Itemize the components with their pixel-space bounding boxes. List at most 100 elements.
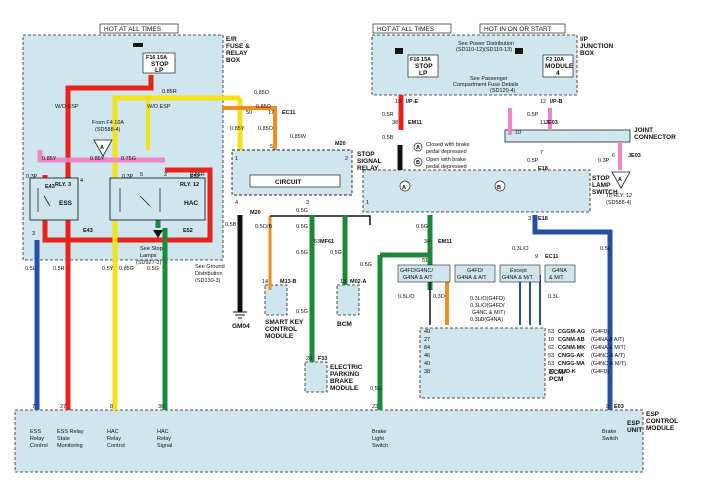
ecm-conn-name: CGNM-MK <box>558 345 585 351</box>
esp-terminal-line3: Control <box>30 443 48 449</box>
conn-e52-bottom: E52 <box>183 228 193 234</box>
esp-terminal-line2: Switch <box>602 436 618 442</box>
bcm-box <box>336 284 360 316</box>
joint-connector-box <box>504 129 631 143</box>
variant-1-line1: G4FD/G4NC/ <box>400 268 433 274</box>
ip-box-label-2: JUNCTION <box>580 43 614 50</box>
legend-a-2: pedal depressed <box>426 149 467 155</box>
relay-hac[interactable]: RLY. 12 HAC <box>109 177 206 221</box>
ground-symbol <box>233 311 247 319</box>
ip-box-label-3: BOX <box>580 50 595 57</box>
esp-pin: 9 <box>606 404 609 410</box>
conn-e43-top: E43 <box>45 184 55 190</box>
svg-text:A: A <box>100 145 104 151</box>
ecm-conn-note: (G4NC & A/T) <box>591 353 625 359</box>
conn-e18-bottom: E18 <box>538 216 548 222</box>
ecm-conn-pin: 10 <box>548 337 554 343</box>
ecm-conn-note: (G4NC & M/T) <box>591 361 626 367</box>
esp-unit-2: UNIT <box>627 427 642 434</box>
esp-terminal-line1: HAC <box>157 429 169 435</box>
stop-signal-relay-2: SIGNAL <box>357 158 382 165</box>
epb-2: PARKING <box>330 371 360 378</box>
pin-3-switch: 3 <box>528 216 531 222</box>
variant-2-line1: G4FD/ <box>467 268 484 274</box>
esp-terminal-line3: Signal <box>157 443 172 449</box>
stop-lamp-switch-box <box>362 169 591 213</box>
variant-2-line2: G4NA & A/T <box>457 275 487 281</box>
esp-terminal-line1: HAC <box>107 429 119 435</box>
esp-conn: E03 <box>614 404 624 410</box>
ecm-label-2: PCM <box>549 376 563 383</box>
esp-terminal-line2: Light <box>372 436 384 442</box>
ground-label: GM04 <box>232 323 250 330</box>
ecm-conn-pin: 53 <box>548 361 554 367</box>
esp-terminal-line1: ESS <box>30 429 41 435</box>
pin-3: 3 <box>306 200 309 206</box>
from-f4-1: From F4 10A <box>92 120 124 126</box>
smart-key-3: MODULE <box>265 333 294 340</box>
ws-085y-c: 0.85Y <box>42 156 57 162</box>
conn-ec11-right: EC11 <box>545 254 558 260</box>
ws-03p-b: 0.3P <box>122 174 134 180</box>
ecm-conn-name: CNGG-AK <box>558 353 584 359</box>
ecm-left-pin: 40 <box>424 361 430 367</box>
smart-key-1: SMART KEY <box>265 319 304 326</box>
fuse-f2-id: F2 10A <box>546 57 564 63</box>
ecm-conn-name: CGNM-AB <box>558 337 585 343</box>
variant-3-line1: Except <box>510 268 527 274</box>
variant-3-line2: G4NA & M/T <box>502 275 534 281</box>
ecm-label-1: ECM/ <box>549 369 565 376</box>
see-stop-lamps-1: See Stop <box>140 246 163 252</box>
stop-lamp-switch-3: SWITCH <box>592 189 618 196</box>
ws-05y: 0.5Y <box>102 266 114 272</box>
stop-lamp-switch-1: STOP <box>592 175 610 182</box>
ws-05g-h: 0.5G <box>147 266 159 272</box>
epb-conn: F33 <box>318 356 327 362</box>
bcm-label: BCM <box>337 321 352 328</box>
esp-terminal-line1: ESS Relay <box>57 429 84 435</box>
ws-085g: 0.85G <box>119 266 134 272</box>
ecm-conn-pin: 53 <box>548 329 554 335</box>
ws-085y-a: 0.85Y <box>230 126 245 132</box>
ecm-conn-pin: 70 <box>548 369 554 375</box>
ecm-conn-name: CUD-K <box>558 369 576 375</box>
stop-lamp-switch[interactable]: A B <box>399 180 506 192</box>
ecm-left-pin: 84 <box>424 345 430 351</box>
smart-key-module-box <box>264 284 288 316</box>
esp-terminal-line2: Relay <box>30 436 44 442</box>
fuse-f2-name2: 4 <box>556 70 560 77</box>
pin-13: 13 <box>395 99 401 105</box>
esp-pin: 7 <box>32 404 35 410</box>
from-f4-marker: A <box>93 139 113 157</box>
fuse-f2-name1: MODULE <box>545 63 574 70</box>
esp-label-2: CONTROL <box>646 418 678 425</box>
pin-50: 50 <box>246 110 252 116</box>
ecm-conn-note: (G4NA & A/T) <box>591 337 624 343</box>
ecm-pcm-box <box>419 327 546 399</box>
conn-je03-top: JE03 <box>545 120 558 126</box>
relay-hac-name: HAC <box>184 200 198 207</box>
ws-05g-j: 0.5G <box>370 386 382 392</box>
ws-05r: 0.5R <box>382 112 394 118</box>
wire-note-1: 0.3L/O(G4FD) <box>470 296 505 302</box>
stop-lamps-arrow <box>153 230 163 238</box>
conn-em11-top: EM11 <box>408 120 422 126</box>
epb-1: ELECTRIC <box>330 364 363 371</box>
fuse-f16-right-id: F16 15A <box>410 57 431 63</box>
ws-03p-c: 0.3P <box>598 158 610 164</box>
ecm-conn-pin: 53 <box>548 353 554 359</box>
relay-ess[interactable]: RLY. 3 ESS <box>29 177 79 221</box>
pin-1-switch: 1 <box>366 200 369 206</box>
esp-terminal-line2: State <box>57 436 70 442</box>
ecm-conn-note: (G4NA & M/T) <box>591 345 626 351</box>
variant-4-line1: G4NA <box>552 268 567 274</box>
see-passenger-3: (SD120-4) <box>490 88 516 94</box>
pin-5: 5 <box>270 144 273 150</box>
stop-signal-relay[interactable]: CIRCUIT <box>231 149 353 196</box>
fuse-f16-right-name2: LP <box>419 70 428 77</box>
smart-key-2: CONTROL <box>265 326 297 333</box>
fuse-f16-left-name2: LP <box>155 67 164 74</box>
legend-b-2: pedal depressed <box>426 164 467 170</box>
